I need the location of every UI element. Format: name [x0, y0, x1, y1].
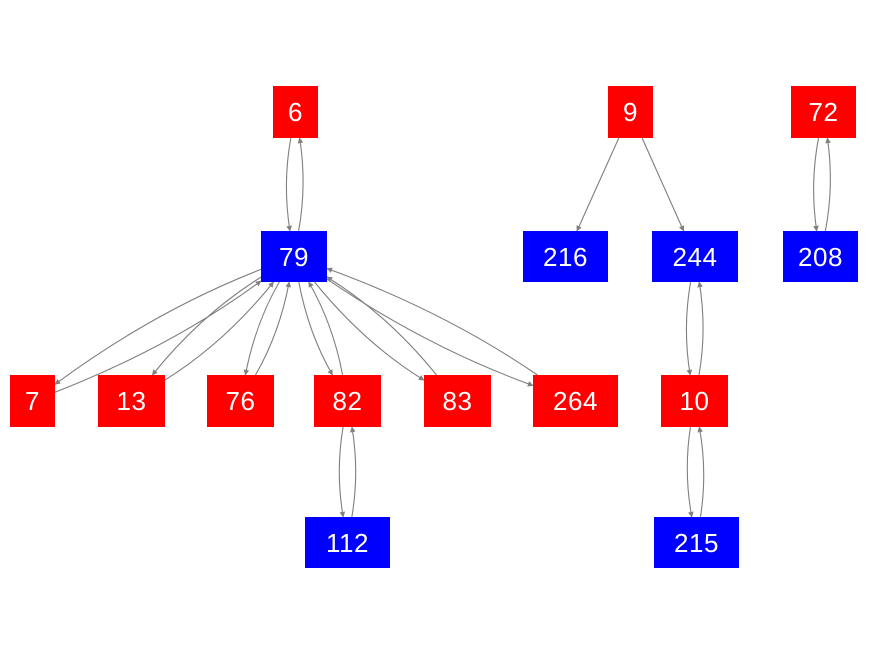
edge-82-79 — [308, 281, 344, 376]
edge-10-244 — [697, 281, 704, 376]
edge-83-79 — [326, 276, 437, 376]
edge-79-7 — [54, 268, 262, 385]
graph-node-10[interactable]: 10 — [661, 375, 728, 427]
graph-node-label: 79 — [279, 241, 309, 272]
graph-node-label: 7 — [25, 386, 40, 416]
edge-13-79 — [164, 281, 274, 381]
graph-node-label: 9 — [623, 97, 638, 127]
graph-node-264[interactable]: 264 — [533, 375, 618, 427]
edge-79-76 — [243, 281, 280, 376]
edge-244-10 — [685, 281, 693, 376]
graph-node-216[interactable]: 216 — [523, 231, 608, 282]
graph-node-76[interactable]: 76 — [207, 375, 274, 427]
graph-node-label: 216 — [543, 241, 588, 272]
edge-group — [54, 137, 831, 518]
edge-72-208 — [813, 137, 820, 232]
graph-node-6[interactable]: 6 — [273, 86, 318, 138]
graph-node-label: 72 — [808, 97, 839, 127]
graph-node-208[interactable]: 208 — [783, 231, 858, 282]
graph-node-label: 83 — [442, 386, 473, 416]
edge-76-79 — [255, 281, 292, 376]
graph-node-82[interactable]: 82 — [314, 375, 381, 427]
graph-node-label: 264 — [553, 386, 598, 416]
graph-node-13[interactable]: 13 — [98, 375, 165, 427]
graph-node-label: 13 — [116, 386, 147, 416]
edge-10-215 — [686, 426, 694, 518]
edge-7-79 — [54, 280, 262, 393]
graph-node-7[interactable]: 7 — [10, 375, 55, 427]
edge-79-83 — [314, 281, 425, 381]
graph-node-79[interactable]: 79 — [261, 231, 327, 282]
edge-79-82 — [298, 281, 333, 376]
edge-112-82 — [349, 426, 357, 518]
graph-node-244[interactable]: 244 — [652, 231, 738, 282]
edge-9-216 — [576, 137, 620, 232]
graph-node-label: 10 — [679, 386, 710, 416]
edge-6-79 — [285, 137, 292, 232]
graph-node-label: 112 — [326, 527, 369, 558]
graph-node-215[interactable]: 215 — [654, 517, 739, 568]
graph-node-label: 215 — [674, 527, 719, 558]
graph-node-83[interactable]: 83 — [424, 375, 491, 427]
edge-9-244 — [641, 137, 685, 232]
edge-208-72 — [824, 137, 831, 232]
graph-node-72[interactable]: 72 — [791, 86, 856, 138]
graph-node-112[interactable]: 112 — [305, 517, 390, 568]
edge-264-79 — [326, 267, 538, 376]
edge-79-264 — [326, 278, 534, 387]
graph-node-label: 208 — [798, 241, 843, 272]
edge-215-10 — [697, 426, 705, 518]
graph-node-label: 76 — [225, 386, 256, 416]
graph-node-label: 82 — [332, 386, 363, 416]
edge-79-13 — [151, 276, 262, 376]
graph-node-9[interactable]: 9 — [608, 86, 653, 138]
edge-82-112 — [338, 426, 346, 518]
edge-79-6 — [297, 137, 304, 232]
graph-node-label: 6 — [288, 97, 303, 127]
graph-node-label: 244 — [672, 241, 718, 272]
